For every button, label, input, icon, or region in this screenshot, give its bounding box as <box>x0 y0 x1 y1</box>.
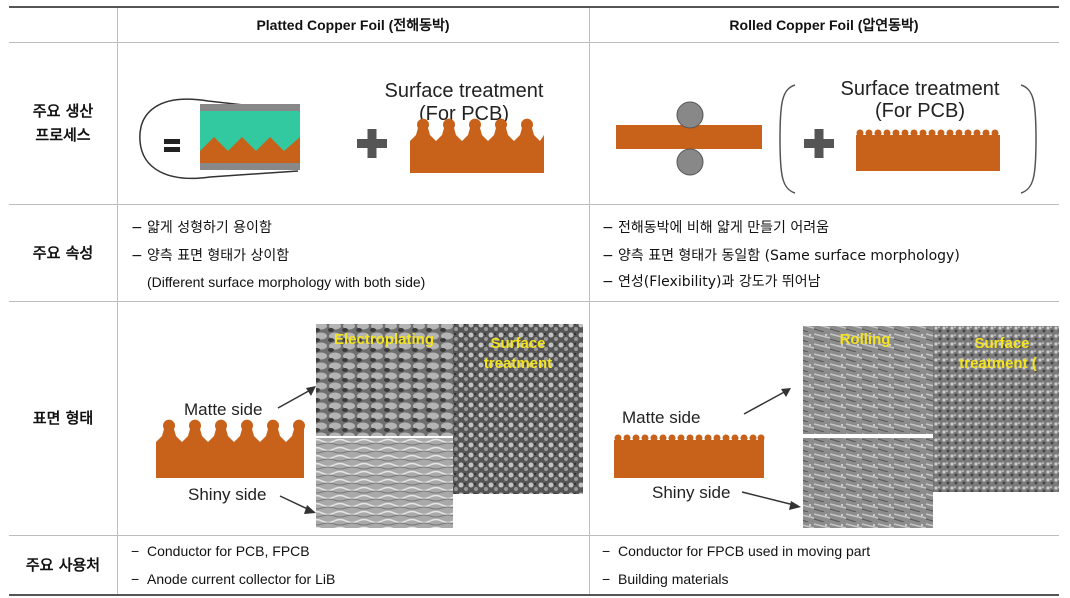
row-divider <box>9 42 1059 43</box>
rolled-property-3: −연성(Flexibility)과 강도가 뛰어남 <box>602 274 821 290</box>
rolled-shiny-side-sem-image <box>803 438 933 528</box>
col-divider <box>589 8 590 594</box>
electroplating-sem-image <box>316 324 453 436</box>
rolled-usage-1: −Conductor for FPCB used in moving part <box>602 543 871 559</box>
copper-nodules <box>856 129 999 137</box>
rolled-surface-figure: Rolling Surface treatment ( Matte side S… <box>614 326 1059 528</box>
surface-treatment-sem-image <box>453 324 583 494</box>
platted-usage-2: −Anode current collector for LiB <box>131 571 336 587</box>
bottom-plate <box>200 163 300 170</box>
rolled-surface-treatment-sem-label-1: Surface <box>974 335 1029 352</box>
platted-property-2: −양측 표면 형태가 상이함 <box>131 248 290 264</box>
rolled-property-2: −양측 표면 형태가 동일함 (Same surface morphology) <box>602 248 960 264</box>
rolled-shiny-arrow <box>741 491 799 507</box>
shiny-side-label: Shiny side <box>188 485 266 504</box>
surface-treatment-sem-label-2: treatment <box>484 355 552 372</box>
matte-arrow <box>277 387 315 409</box>
minus-icon <box>164 139 180 152</box>
rolled-usage-2: −Building materials <box>602 571 729 587</box>
rolled-property-1: −전해동박에 비해 얇게 만들기 어려움 <box>602 220 829 236</box>
rolled-copper-strip <box>616 125 762 149</box>
row-label-usage: 주요 사용처 <box>25 555 101 574</box>
rolled-shiny-side-label: Shiny side <box>652 483 730 502</box>
electrolysis-outline <box>139 98 299 180</box>
surface-treatment-label: Surface treatment <box>841 78 1000 100</box>
comparison-table: Platted Copper Foil (전해동박) Rolled Copper… <box>9 6 1059 596</box>
platted-property-3: (Different surface morphology with both … <box>147 274 426 290</box>
row-label-process: 주요 생산 프로세스 <box>32 102 94 144</box>
rolled-treated-copper <box>856 135 1000 171</box>
electroplating-label: Electroplating <box>334 331 434 348</box>
rolled-copper-nodules <box>614 434 765 442</box>
rolled-shiny-arrow-head <box>789 501 801 510</box>
shiny-arrow-head <box>304 505 316 514</box>
rolled-copper-profile <box>614 440 764 478</box>
lower-roller-icon <box>676 148 704 176</box>
rolling-label: Rolling <box>840 331 891 348</box>
deposited-copper <box>200 137 300 163</box>
row-divider <box>9 301 1059 302</box>
row-divider <box>9 535 1059 536</box>
upper-roller-icon <box>676 101 704 129</box>
top-plate <box>200 104 300 111</box>
treated-copper <box>410 118 544 173</box>
rolled-surface-treatment-sem-image <box>933 326 1059 492</box>
matte-copper-profile <box>156 419 305 478</box>
platted-process-diagram: Surface treatment (For PCB) <box>139 80 544 180</box>
platted-usage-1: −Conductor for PCB, FPCB <box>131 543 310 559</box>
rolled-surface-treatment-sem-label-2: treatment ( <box>959 355 1037 372</box>
row-label-properties: 주요 속성 <box>32 243 94 262</box>
for-pcb-label: (For PCB) <box>875 100 965 122</box>
surface-treatment-label: Surface treatment <box>385 80 544 102</box>
shiny-side-sem-image <box>316 438 453 528</box>
rolling-sem-image <box>803 326 933 434</box>
surface-treatment-sem-label-1: Surface <box>490 335 545 352</box>
rolled-matte-arrow-head <box>781 388 791 397</box>
matte-side-label: Matte side <box>184 400 262 419</box>
left-bracket <box>779 84 796 194</box>
plus-icon <box>804 129 834 158</box>
plus-icon <box>357 129 387 158</box>
row-divider <box>9 204 1059 205</box>
rolled-process-diagram: Surface treatment (For PCB) <box>616 78 1037 194</box>
rolled-matte-side-label: Matte side <box>622 408 700 427</box>
matte-arrow-head <box>306 386 316 396</box>
rolled-matte-arrow <box>743 389 789 415</box>
platted-property-1: −얇게 성형하기 용이함 <box>131 220 272 236</box>
right-bracket <box>1020 84 1037 194</box>
row-label-surface: 표면 형태 <box>32 409 94 427</box>
for-pcb-label: (For PCB) <box>419 103 509 125</box>
platted-surface-figure: Electroplating Surface treatment Matte s… <box>156 324 583 528</box>
header-platted: Platted Copper Foil (전해동박) <box>256 17 450 33</box>
header-rolled: Rolled Copper Foil (압연동박) <box>729 17 919 33</box>
col-divider <box>117 8 118 594</box>
